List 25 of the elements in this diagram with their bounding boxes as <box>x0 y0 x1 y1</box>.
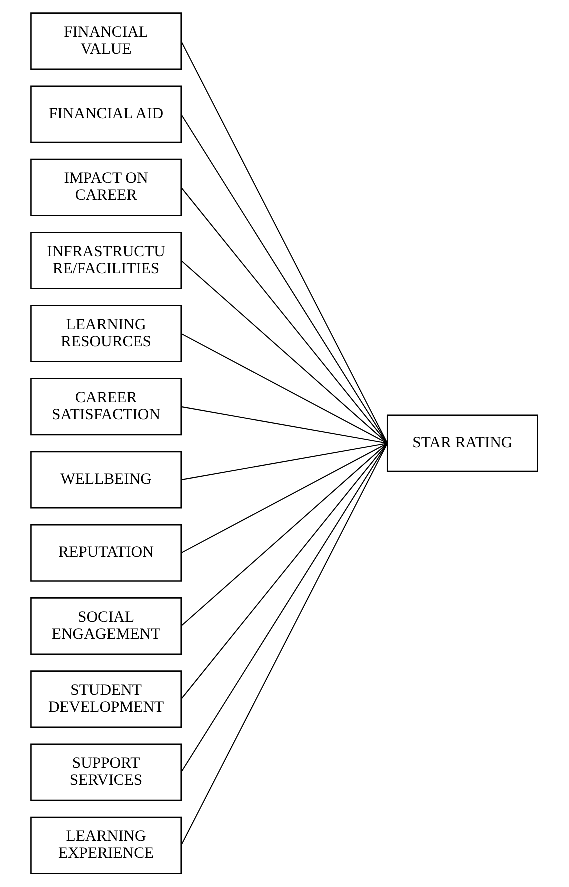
node-box: STAR RATING <box>386 414 538 472</box>
connector <box>181 406 388 444</box>
node-box: FINANCIAL VALUE <box>30 12 182 70</box>
node-box: LEARNING EXPERIENCE <box>30 816 182 874</box>
node-box: SUPPORT SERVICES <box>30 744 182 802</box>
connector <box>181 260 388 444</box>
node-box: IMPACT ON CAREER <box>30 158 182 216</box>
connector <box>181 443 388 554</box>
connector <box>180 443 388 700</box>
node-box: CAREER SATISFACTION <box>30 378 182 436</box>
node-box: REPUTATION <box>30 524 182 582</box>
node-box: LEARNING RESOURCES <box>30 305 182 363</box>
node-box: INFRASTRUCTU RE/FACILITIES <box>30 232 182 290</box>
connector <box>181 442 388 481</box>
connector <box>181 443 388 627</box>
node-box: STUDENT DEVELOPMENT <box>30 670 182 728</box>
node-box: FINANCIAL AID <box>30 86 182 144</box>
connector <box>180 41 388 444</box>
connector <box>180 443 388 846</box>
connector <box>180 114 388 444</box>
node-box: WELLBEING <box>30 451 182 509</box>
connector <box>180 443 388 773</box>
connector <box>180 187 388 444</box>
node-box: SOCIAL ENGAGEMENT <box>30 598 182 655</box>
connector <box>181 333 388 444</box>
